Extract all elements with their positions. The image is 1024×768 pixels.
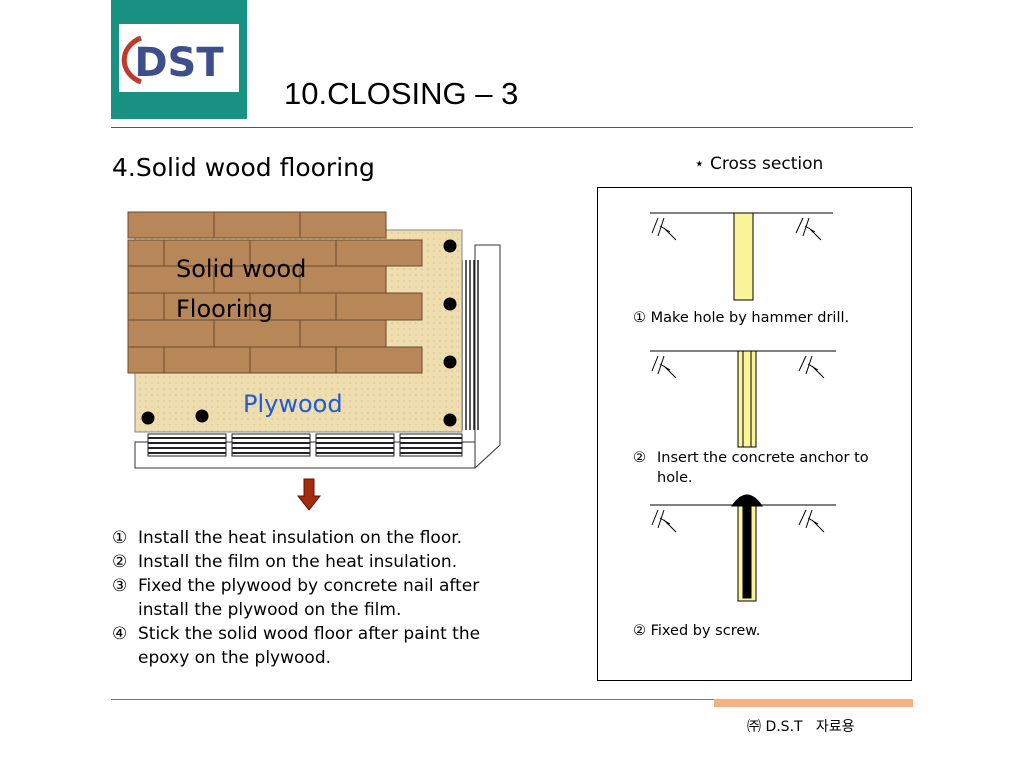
title-divider xyxy=(111,127,913,128)
footer-divider xyxy=(111,699,913,700)
plywood-label: Plywood xyxy=(243,390,343,418)
step-item: ③ Fixed the plywood by concrete nail aft… xyxy=(112,576,480,620)
cross-section-drawings xyxy=(650,212,836,602)
flooring-diagram: Solid wood Flooring Plywood xyxy=(127,211,501,469)
logo: DST xyxy=(119,24,239,92)
solid-wood-label: Solid wood xyxy=(176,255,306,283)
screw-drawing xyxy=(650,494,836,602)
heating-film xyxy=(147,260,479,457)
installation-steps: ① Install the heat insulation on the flo… xyxy=(112,526,518,670)
dst-logo-icon: DST xyxy=(121,35,224,86)
cross-section-title: ⋆ Cross section xyxy=(694,154,824,174)
cross-caption: ② Insert the concrete anchor to hole. xyxy=(633,450,869,486)
step-item: ② Install the film on the heat insulatio… xyxy=(112,552,458,572)
footer-text: ㈜ D.S.T 자료용 xyxy=(747,719,855,735)
cross-caption: ② Fixed by screw. xyxy=(633,623,761,639)
logo-panel: DST xyxy=(111,0,247,119)
drill-hole-drawing xyxy=(650,212,833,301)
cross-caption: ① Make hole by hammer drill. xyxy=(633,310,850,326)
footer-accent-bar xyxy=(714,699,913,707)
anchor-drawing xyxy=(650,350,836,448)
down-arrow-icon xyxy=(296,478,322,511)
section-heading: 4.Solid wood flooring xyxy=(112,153,375,182)
step-item: ① Install the heat insulation on the flo… xyxy=(112,528,463,548)
cross-section-panel: ① Make hole by hammer drill. ② Insert th… xyxy=(597,187,912,681)
flooring-label: Flooring xyxy=(176,295,273,323)
logo-text: DST xyxy=(134,40,224,86)
solid-wood-planks xyxy=(127,211,423,374)
slide-title: 10.CLOSING – 3 xyxy=(284,76,519,111)
concrete-nails xyxy=(141,239,457,427)
step-item: ④ Stick the solid wood floor after paint… xyxy=(112,624,481,668)
